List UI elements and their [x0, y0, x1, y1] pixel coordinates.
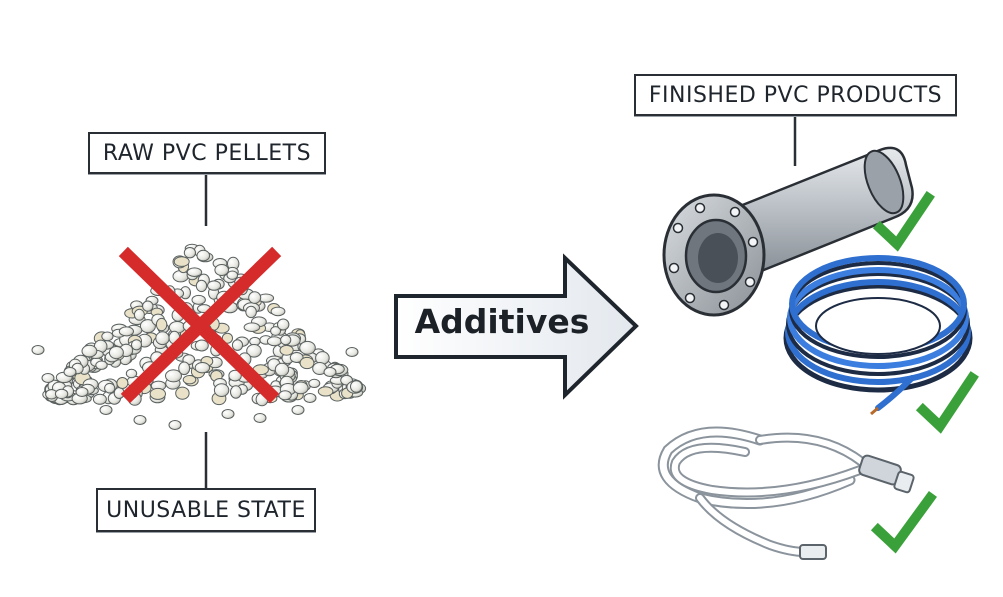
checkmark-icon — [870, 491, 937, 554]
additives-label: Additives — [414, 302, 590, 341]
raw-pvc-pellets-label: RAW PVC PELLETS — [88, 132, 326, 174]
finished-pvc-products-label: FINISHED PVC PRODUCTS — [634, 74, 957, 116]
red-x-icon — [118, 246, 282, 404]
clear-hose-icon — [657, 426, 915, 560]
checkmark-icon — [915, 371, 979, 434]
blue-cable-coil-icon — [783, 255, 973, 416]
unusable-state-label: UNUSABLE STATE — [96, 488, 316, 532]
pvc-pellet-pile — [31, 243, 367, 430]
pvc-pipe-icon — [662, 146, 914, 317]
process-arrow — [394, 253, 639, 400]
checkmark-icon — [872, 191, 935, 252]
